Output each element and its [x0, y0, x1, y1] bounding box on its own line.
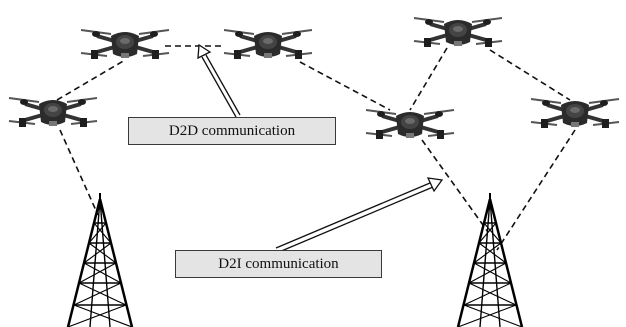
d2d-arrow — [197, 43, 241, 118]
link-d4-d5 — [409, 47, 448, 111]
link-d6-tower-right — [496, 129, 576, 251]
link-d4-d6 — [489, 49, 571, 101]
tower-left — [66, 191, 134, 327]
drone-6 — [529, 97, 621, 130]
link-d1-tower-left — [59, 129, 99, 216]
drone-3 — [222, 28, 314, 61]
drone-2 — [79, 28, 171, 61]
d2i-label: D2I communication — [175, 250, 382, 278]
link-d3-d5 — [299, 61, 391, 111]
tower-right — [456, 191, 524, 327]
drone-1 — [7, 96, 99, 129]
drone-4 — [412, 16, 504, 49]
d2d-label: D2D communication — [128, 117, 336, 145]
d2i-arrow — [275, 177, 444, 253]
link-d5-tower-right — [421, 139, 489, 233]
drone-5 — [364, 108, 456, 141]
links — [56, 45, 576, 251]
link-d1-d2 — [56, 59, 126, 101]
